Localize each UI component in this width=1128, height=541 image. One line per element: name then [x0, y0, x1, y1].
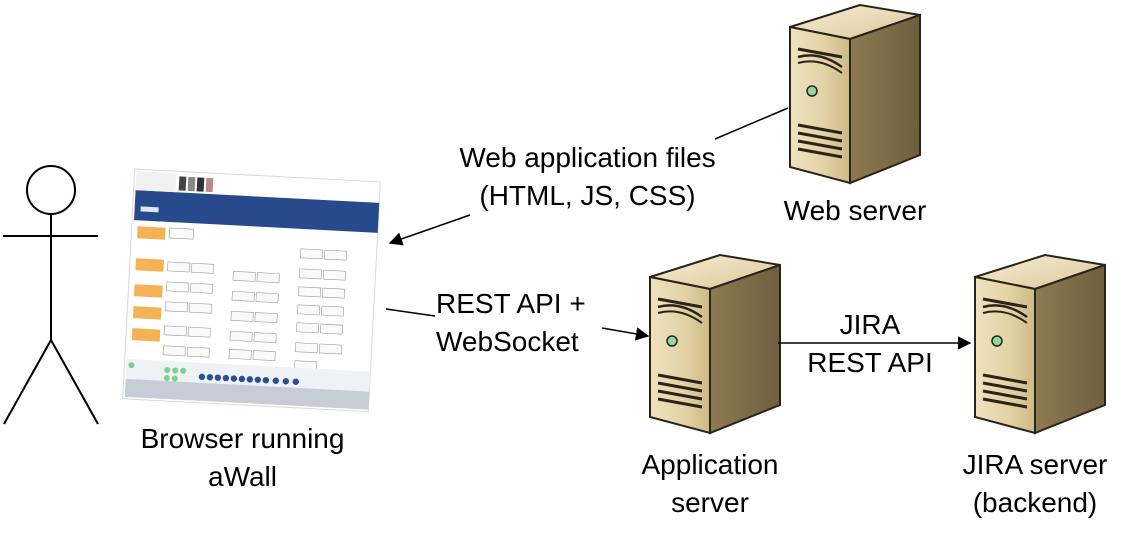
- web-files-label-line2: (HTML, JS, CSS): [479, 180, 696, 211]
- browser-label: Browser running aWall: [120, 420, 365, 496]
- rest-websocket-label: REST API + WebSocket: [436, 285, 606, 361]
- jira-api-label-line2: REST API: [807, 347, 933, 378]
- app-server-label-line1: Application: [641, 449, 779, 480]
- jira-server-label-line2: (backend): [972, 487, 1098, 518]
- web-server-icon: [788, 3, 922, 185]
- browser-screenshot-icon: [122, 168, 381, 413]
- jira-server-label-line1: JIRA server: [962, 449, 1108, 480]
- rest-websocket-label-line2: WebSocket: [436, 326, 579, 357]
- application-server-icon: [648, 253, 782, 435]
- web-server-label: Web server: [765, 192, 945, 230]
- jira-server-icon: [973, 253, 1107, 435]
- connector-web-files: [388, 107, 789, 246]
- app-server-label: Application server: [620, 446, 800, 522]
- jira-api-label: JIRA REST API: [795, 306, 945, 382]
- stick-figure-user-icon: [3, 165, 99, 425]
- app-server-label-line2: server: [671, 487, 749, 518]
- jira-server-label: JIRA server (backend): [950, 446, 1120, 522]
- browser-label-line1: Browser running: [140, 423, 345, 454]
- web-server-label-line1: Web server: [783, 195, 927, 226]
- jira-api-label-line1: JIRA: [839, 309, 901, 340]
- browser-label-line2: aWall: [208, 461, 277, 492]
- rest-websocket-label-line1: REST API +: [436, 288, 586, 319]
- web-files-label: Web application files (HTML, JS, CSS): [430, 139, 745, 215]
- web-files-label-line1: Web application files: [459, 142, 716, 173]
- connector-rest-websocket: [385, 308, 650, 341]
